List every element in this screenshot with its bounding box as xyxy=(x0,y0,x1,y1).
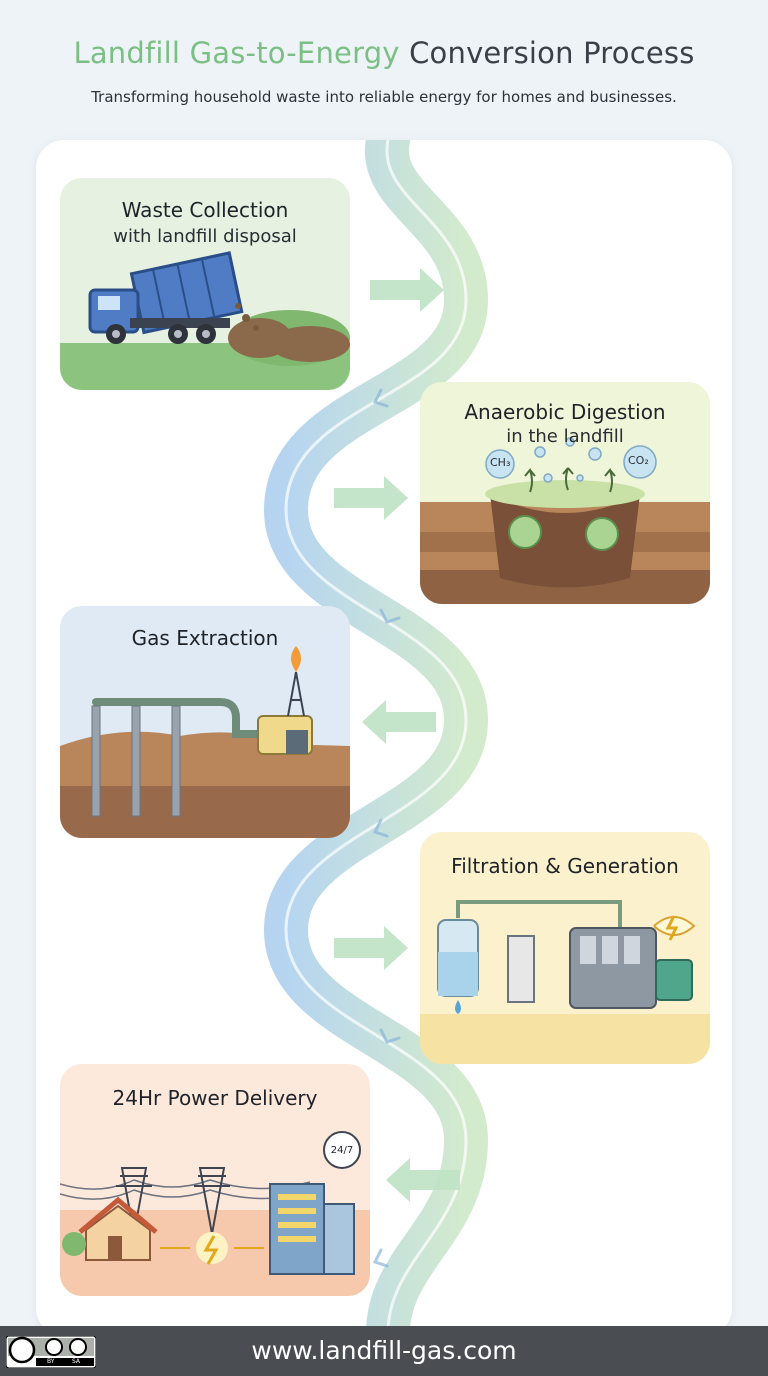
garbage-truck-illustration xyxy=(60,251,350,390)
process-board: Waste Collection with landfill disposal xyxy=(36,140,732,1336)
license-sa: SA xyxy=(72,1358,81,1365)
around-the-clock-badge: 24/7 xyxy=(330,1145,354,1156)
step-title: Gas Extraction xyxy=(131,626,279,650)
title-highlight: Landfill Gas-to-Energy xyxy=(73,36,400,70)
title-rest: Conversion Process xyxy=(409,36,695,70)
generator-illustration xyxy=(420,900,710,1064)
step-title: Filtration & Generation xyxy=(451,854,679,878)
power-grid-illustration xyxy=(60,1131,370,1296)
footer-bar: BY SA www.landfill-gas.com xyxy=(0,1326,768,1376)
gas-wells-illustration xyxy=(60,646,350,838)
flow-pipeline xyxy=(263,140,489,1336)
step-title: Anaerobic Digestion xyxy=(464,400,666,424)
license-by: BY xyxy=(47,1358,55,1365)
step-subtitle: in the landfill xyxy=(506,426,624,447)
carbon-dioxide-label: CO₂ xyxy=(628,454,649,467)
step-title: Waste Collection xyxy=(121,198,289,222)
cc-license-icon xyxy=(6,1336,96,1368)
footer-url[interactable]: www.landfill-gas.com xyxy=(251,1336,517,1365)
page-title: Landfill Gas-to-Energy Conversion Proces… xyxy=(0,36,768,70)
landfill-digestion-illustration xyxy=(420,437,710,604)
methane-label: CH₃ xyxy=(490,456,511,469)
step-subtitle: with landfill disposal xyxy=(113,226,297,247)
page-subtitle: Transforming household waste into reliab… xyxy=(91,88,677,106)
step-filtration-generation: Filtration & Generation xyxy=(420,832,710,1064)
step-anaerobic-digestion: Anaerobic Digestion in the landfill CH₃ … xyxy=(420,382,710,604)
step-power-delivery: 24Hr Power Delivery 24/7 xyxy=(60,1064,370,1296)
step-title: 24Hr Power Delivery xyxy=(112,1086,318,1110)
step-gas-extraction: Gas Extraction xyxy=(60,606,350,838)
step-waste-collection: Waste Collection with landfill disposal xyxy=(60,178,350,390)
